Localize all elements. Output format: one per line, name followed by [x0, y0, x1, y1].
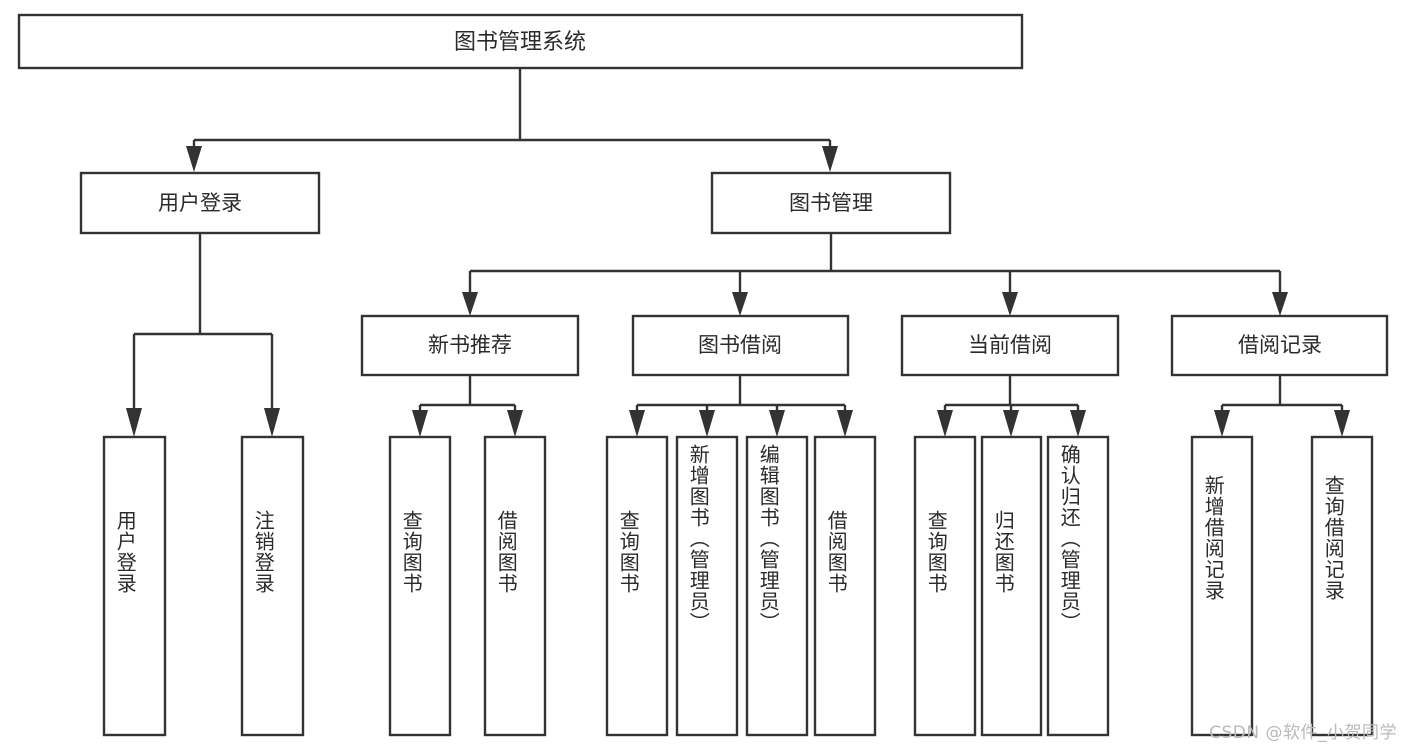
node-borrow-record[interactable]: 借阅记录 — [1170, 314, 1389, 377]
node-root-label: 图书管理系统 — [454, 30, 586, 55]
leaf-box-bb-2[interactable] — [675, 435, 739, 737]
leaf-box-bb-1[interactable] — [605, 435, 669, 737]
leaf-box-cb-2[interactable] — [980, 435, 1043, 737]
leaf-box-cb-1[interactable] — [913, 435, 977, 737]
arrowhead-leaf-cb-2 — [1003, 410, 1019, 437]
arrowhead-leaf-nbr-1 — [412, 410, 428, 437]
leaf-box-nbr-1[interactable] — [388, 435, 452, 737]
node-current-borrow[interactable]: 当前借阅 — [900, 314, 1120, 377]
node-book-manage-label: 图书管理 — [789, 191, 873, 215]
leaf-box-bb-3[interactable] — [745, 435, 809, 737]
node-root[interactable]: 图书管理系统 — [17, 13, 1024, 70]
node-current-borrow-label: 当前借阅 — [968, 333, 1052, 357]
node-book-borrow[interactable]: 图书借阅 — [631, 314, 850, 377]
arrowhead-new-book-recommend — [462, 292, 478, 316]
node-new-book-recommend[interactable]: 新书推荐 — [360, 314, 580, 377]
leaf-box-br-1[interactable] — [1190, 435, 1254, 737]
arrowhead-borrow-record — [1272, 292, 1288, 316]
arrowhead-user-login — [186, 146, 202, 172]
node-user-login-label: 用户登录 — [158, 191, 242, 215]
leaf-box-user-login-1[interactable] — [102, 435, 167, 737]
node-borrow-record-box[interactable] — [1170, 314, 1389, 377]
node-new-book-recommend-box[interactable] — [360, 314, 580, 377]
leaf-box-br-2[interactable] — [1310, 435, 1374, 737]
node-root-box[interactable] — [17, 13, 1024, 70]
arrowhead-leaf-bb-3 — [769, 410, 785, 437]
arrowhead-leaf-bb-2 — [699, 410, 715, 437]
leaf-box-nbr-2[interactable] — [483, 435, 547, 737]
node-book-manage-box[interactable] — [710, 171, 952, 235]
arrowhead-leaf-user-login-1 — [126, 408, 142, 437]
node-borrow-record-label: 借阅记录 — [1238, 333, 1322, 357]
arrowhead-leaf-cb-3 — [1070, 410, 1086, 437]
arrowhead-book-manage — [822, 146, 838, 172]
node-current-borrow-box[interactable] — [900, 314, 1120, 377]
arrowhead-leaf-cb-1 — [937, 410, 953, 437]
watermark-text: CSDN @软件_小贺同学 — [1209, 723, 1397, 743]
arrowhead-leaf-nbr-2 — [507, 410, 523, 437]
node-new-book-recommend-label: 新书推荐 — [428, 333, 512, 357]
leaf-box-user-login-2[interactable] — [240, 435, 305, 737]
arrowhead-leaf-bb-4 — [837, 410, 853, 437]
arrowhead-leaf-bb-1 — [629, 410, 645, 437]
leaf-box-cb-3[interactable] — [1046, 435, 1110, 737]
arrowhead-leaf-br-2 — [1334, 410, 1350, 437]
arrowhead-leaf-br-1 — [1214, 410, 1230, 437]
node-book-borrow-box[interactable] — [631, 314, 850, 377]
arrowhead-leaf-user-login-2 — [264, 408, 280, 437]
node-book-manage[interactable]: 图书管理 — [710, 171, 952, 235]
arrowhead-book-borrow — [732, 292, 748, 316]
arrowhead-current-borrow — [1002, 292, 1018, 316]
node-user-login[interactable]: 用户登录 — [79, 171, 321, 235]
leaf-box-bb-4[interactable] — [813, 435, 877, 737]
node-book-borrow-label: 图书借阅 — [698, 333, 782, 357]
